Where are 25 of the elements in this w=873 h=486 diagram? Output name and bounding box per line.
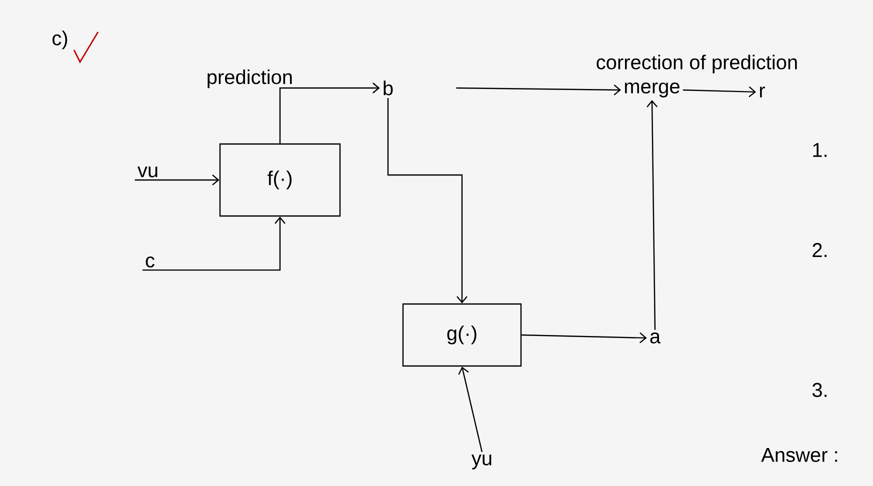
function-box: f(·) bbox=[219, 143, 341, 217]
function-box: g(·) bbox=[402, 303, 522, 367]
node-label: r bbox=[760, 86, 765, 98]
answer-label: Answer : bbox=[761, 448, 838, 462]
part-label: c) bbox=[52, 30, 68, 50]
node-label: vu bbox=[138, 166, 158, 178]
arrow bbox=[387, 98, 468, 304]
arrow bbox=[134, 174, 220, 186]
arrow bbox=[456, 84, 622, 96]
node-label: c bbox=[146, 256, 154, 268]
node-label: yu bbox=[472, 454, 492, 470]
arrow bbox=[142, 216, 286, 271]
arrow bbox=[522, 332, 647, 344]
item-number: 3. bbox=[812, 382, 827, 398]
edge-label: prediction bbox=[208, 69, 292, 88]
node-label: b bbox=[384, 80, 393, 96]
arrow bbox=[458, 366, 483, 452]
arrow bbox=[646, 100, 658, 330]
node-label: merge bbox=[625, 82, 680, 98]
node-label: a bbox=[650, 332, 661, 344]
arrow bbox=[279, 82, 380, 144]
item-number: 1. bbox=[813, 143, 827, 157]
item-number: 2. bbox=[812, 243, 827, 257]
node-caption: correction of prediction bbox=[596, 54, 797, 74]
arrow bbox=[682, 86, 756, 98]
